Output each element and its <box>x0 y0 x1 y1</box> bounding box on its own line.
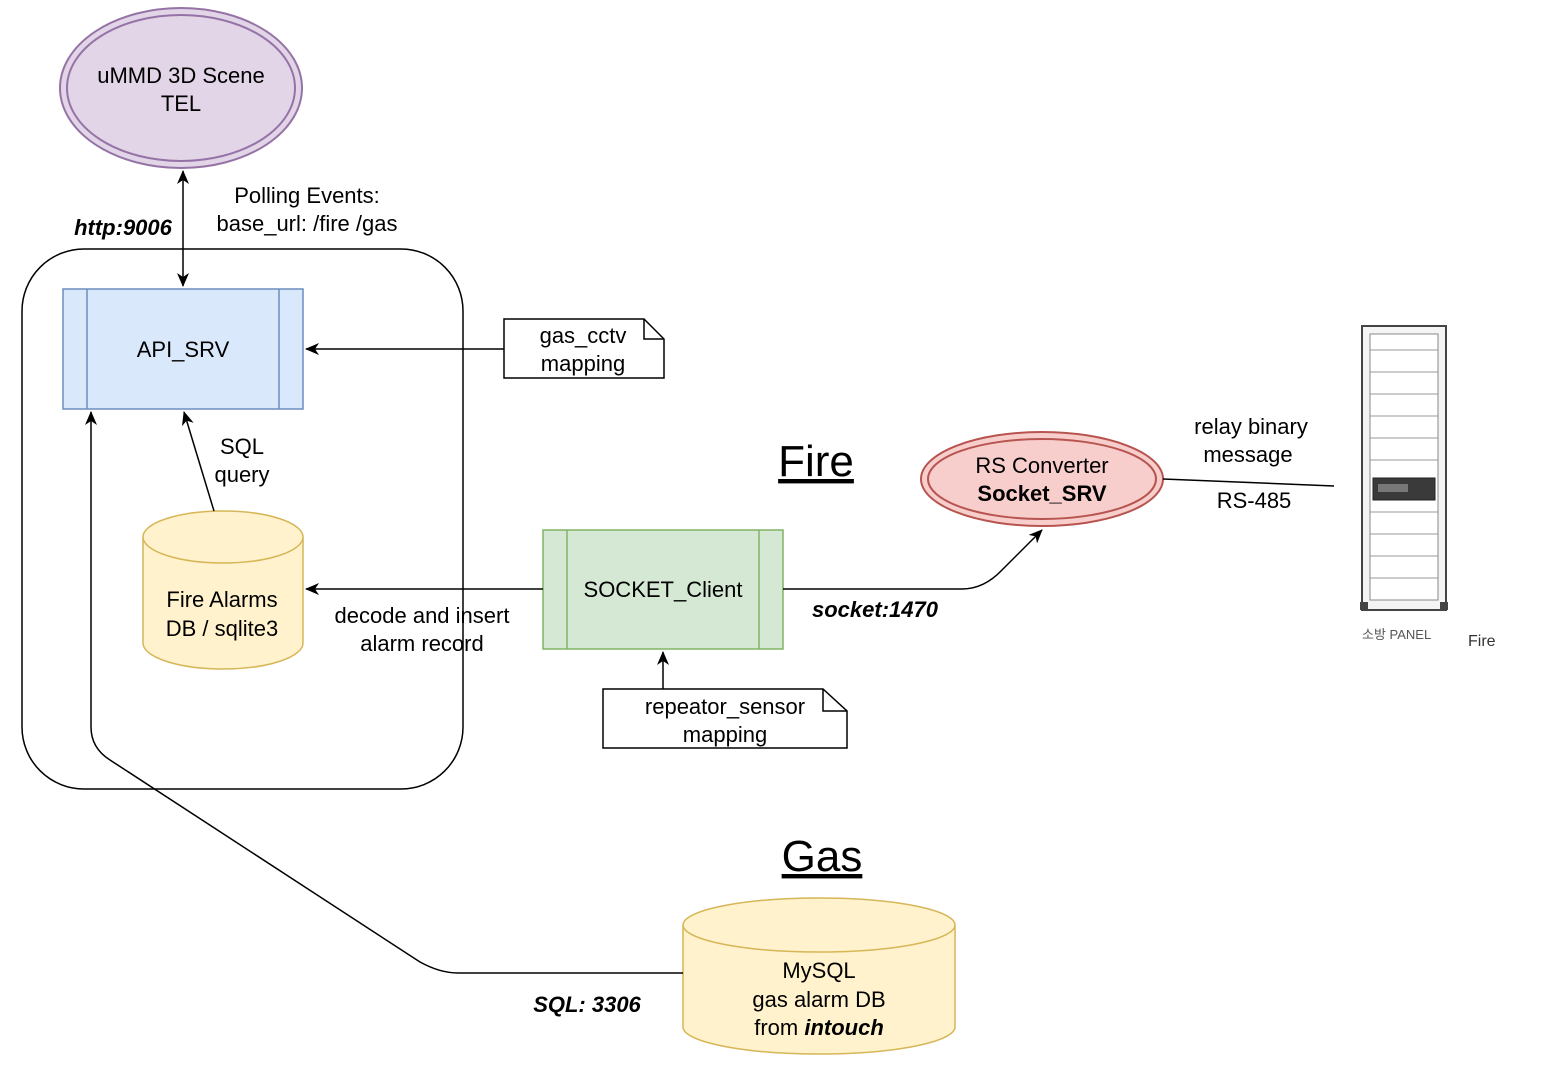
edge-rs-panel <box>1162 478 1335 487</box>
api-srv-node: API_SRV <box>62 288 304 410</box>
socket-client-label: SOCKET_Client <box>584 577 743 602</box>
relay-line1: relay binary <box>1194 414 1308 439</box>
rs-converter-node: RS Converter Socket_SRV <box>920 431 1164 527</box>
edge-db-api <box>182 411 215 512</box>
ummd-scene-node: uMMD 3D Scene TEL <box>59 7 303 169</box>
mysql-line2: gas alarm DB <box>752 987 885 1012</box>
fire-panel-rack: 소방 PANEL Fire <box>1360 325 1496 650</box>
fire-db-line2: DB / sqlite3 <box>166 616 279 641</box>
socket-port-label: socket:1470 <box>812 597 939 622</box>
ummd-line2: TEL <box>161 91 201 116</box>
polling-label-line1: Polling Events: <box>234 183 380 208</box>
relay-line2: message <box>1203 442 1292 467</box>
panel-tag: Fire <box>1468 633 1496 650</box>
server-container <box>21 248 464 790</box>
rs485-label: RS-485 <box>1217 488 1292 513</box>
mysql-line3: from intouch <box>754 1015 884 1040</box>
socket-client-node: SOCKET_Client <box>542 529 784 650</box>
repeator-line2: mapping <box>683 722 767 747</box>
rs-converter-line2: Socket_SRV <box>977 481 1107 506</box>
sql-port-label: SQL: 3306 <box>533 992 641 1017</box>
gas-cctv-line1: gas_cctv <box>540 323 627 348</box>
fire-alarms-db: Fire Alarms DB / sqlite3 <box>142 510 304 670</box>
repeator-line1: repeator_sensor <box>645 694 805 719</box>
decode-line2: alarm record <box>360 631 483 656</box>
edge-client-rs <box>783 529 1043 590</box>
edge-mysql-api <box>85 411 683 974</box>
repeator-sensor-note: repeator_sensor mapping <box>602 688 848 749</box>
api-srv-label: API_SRV <box>137 337 230 362</box>
mysql-line1: MySQL <box>782 958 855 983</box>
gas-cctv-line2: mapping <box>541 351 625 376</box>
section-title-gas: Gas <box>782 832 863 881</box>
polling-label-line2: base_url: /fire /gas <box>217 211 398 236</box>
fire-db-line1: Fire Alarms <box>166 587 277 612</box>
sql-query-line1: SQL <box>220 434 264 459</box>
rs-converter-line1: RS Converter <box>975 453 1108 478</box>
panel-caption: 소방 PANEL <box>1362 627 1431 642</box>
http-port-label: http:9006 <box>74 215 173 240</box>
gas-cctv-note: gas_cctv mapping <box>503 318 665 379</box>
decode-line1: decode and insert <box>335 603 510 628</box>
mysql-gas-db: MySQL gas alarm DB from intouch <box>682 897 956 1055</box>
section-title-fire: Fire <box>778 437 854 486</box>
sql-query-line2: query <box>214 462 269 487</box>
ummd-line1: uMMD 3D Scene <box>97 63 265 88</box>
